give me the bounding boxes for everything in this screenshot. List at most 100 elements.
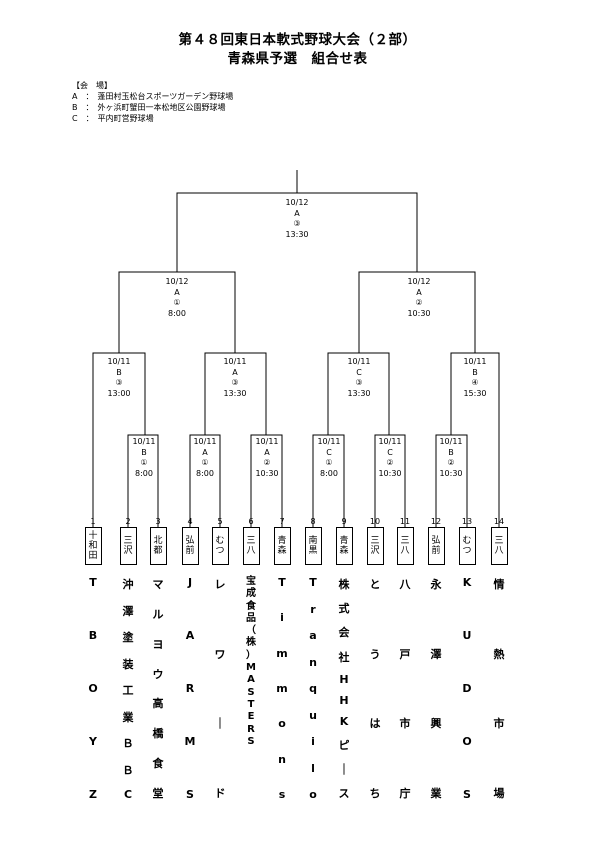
team-name-char: 業: [122, 710, 134, 724]
team-name-char: s: [278, 787, 286, 801]
team-area-char: 南: [308, 536, 318, 546]
venue-item-b: B ： 外ヶ浜町蟹田一本松地区公園野球場: [72, 103, 226, 112]
team-name-char: Z: [89, 788, 97, 801]
team-area-char: 青: [277, 536, 287, 546]
team-name-char: と: [369, 578, 381, 591]
team-name-char: 式: [338, 602, 350, 616]
team-name-char: 食: [246, 600, 256, 612]
team-name-char: T: [247, 698, 255, 710]
team-area-char: 田: [88, 551, 98, 561]
team-area-box: 十和田: [84, 527, 102, 565]
team-name-char: T: [89, 576, 97, 589]
team-name-char: C: [123, 788, 133, 801]
team-name-char: ス: [338, 786, 350, 800]
team-name-char: 永: [430, 578, 442, 591]
team-area-box: 弘前: [181, 527, 199, 565]
team-area-char: 和: [88, 541, 98, 551]
team-name-char: H: [339, 672, 349, 686]
team-name-char: ）: [246, 649, 256, 661]
team-area-box: 南黒: [304, 527, 322, 565]
team-name-char: 装: [122, 657, 134, 671]
team-area-char: 沢: [370, 546, 380, 556]
team-name-char: M: [184, 735, 196, 748]
team-area-char: 三: [400, 536, 410, 546]
team-area-box: むつ: [211, 527, 229, 565]
team-name-char: T: [278, 576, 286, 589]
team-name-char: S: [186, 788, 194, 801]
team-area-char: 北: [153, 536, 163, 546]
team-name-char: T: [309, 576, 317, 589]
team-area-char: 八: [246, 546, 256, 556]
team-area-char: 十: [88, 531, 98, 541]
team-name-char: D: [462, 682, 472, 695]
team-area-char: 三: [494, 536, 504, 546]
team-name-char: l: [311, 761, 315, 775]
team-name-char: ｜: [338, 762, 350, 776]
team-name-char: i: [280, 611, 284, 625]
team-name-char: K: [462, 576, 472, 589]
team-name-char: 八: [399, 578, 411, 591]
team-name-char: ヨ: [152, 637, 164, 651]
team-area-box: 三八: [242, 527, 260, 565]
team-number: 4: [187, 517, 193, 526]
team-area-char: む: [215, 536, 225, 546]
team-name-char: K: [339, 715, 349, 729]
team-name-char: マ: [152, 578, 164, 591]
team-area-char: 弘: [185, 536, 195, 546]
team-name-char: 宝: [246, 576, 256, 587]
team-area-char: 前: [185, 546, 195, 556]
team-name-char: Ｂ: [122, 763, 134, 777]
team-name-char: 澤: [430, 647, 442, 661]
team-name-char: O: [462, 735, 472, 748]
team-area-box: 青森: [273, 527, 291, 565]
team-name-char: r: [310, 602, 316, 616]
team-name-char: 橋: [152, 727, 164, 741]
team-name-char: i: [311, 735, 315, 748]
team-name-char: （: [246, 625, 256, 637]
team-number: 13: [461, 517, 473, 526]
team-name-char: 品: [246, 612, 256, 624]
team-name-char: n: [278, 752, 286, 766]
team-name-char: ル: [152, 607, 164, 621]
team-number: 7: [279, 517, 285, 526]
team-area-box: 三八: [490, 527, 508, 565]
team-name-char: H: [339, 694, 349, 708]
team-name-char: 興: [430, 717, 442, 731]
team-number: 6: [248, 517, 254, 526]
team-name-char: 塗: [122, 631, 134, 644]
team-name-char: 堂: [152, 786, 164, 800]
team-name-char: u: [309, 708, 317, 722]
team-name-char: o: [278, 717, 286, 731]
team-area-box: 三八: [396, 527, 414, 565]
team-name-char: B: [88, 629, 98, 642]
team-name-char: Ｂ: [122, 737, 134, 750]
team-area-char: 三: [123, 536, 133, 546]
venue-heading: 【会 場】: [72, 81, 112, 90]
team-name-char: ド: [214, 786, 226, 800]
team-name-char: ち: [369, 786, 381, 800]
team-name-char: R: [247, 723, 255, 735]
team-name-char: 庁: [399, 786, 411, 800]
team-area-char: 沢: [123, 546, 133, 556]
team-name-char: 社: [338, 650, 350, 664]
team-area-char: む: [462, 536, 472, 546]
bracket-line: [374, 434, 406, 527]
team-name-char: 工: [122, 684, 134, 697]
team-area-char: つ: [215, 546, 225, 556]
team-name-char: Y: [89, 735, 97, 748]
team-name-char: 市: [493, 717, 505, 731]
